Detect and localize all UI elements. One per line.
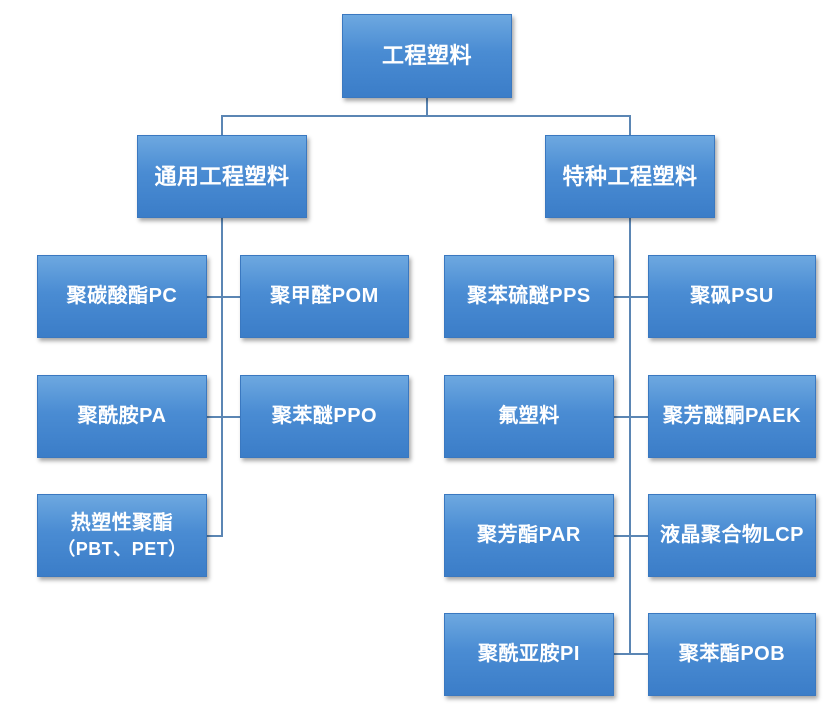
leaf-sublabel: （PBT、PET） xyxy=(57,538,187,559)
leaf-node-fluoroplastics: 氟塑料 xyxy=(444,375,614,458)
connector-pob xyxy=(629,653,648,655)
leaf-label: 聚酰胺PA xyxy=(77,405,167,427)
leaf-label: 聚苯硫醚PPS xyxy=(467,285,591,307)
connector-fluoro xyxy=(614,416,629,418)
leaf-label: 聚芳醚酮PAEK xyxy=(662,405,802,427)
leaf-node-pi: 聚酰亚胺PI xyxy=(444,613,614,696)
connector-paek xyxy=(629,416,648,418)
root-label: 工程塑料 xyxy=(381,43,472,69)
connector-ppo xyxy=(221,416,240,418)
connector-par xyxy=(614,535,629,537)
connector-polyester xyxy=(207,535,223,537)
connector-psu xyxy=(629,296,648,298)
special-label: 特种工程塑料 xyxy=(562,163,698,189)
leaf-node-thermoplastic-polyester: 热塑性聚酯 （PBT、PET） xyxy=(37,494,207,577)
leaf-label: 聚苯酯POB xyxy=(678,643,786,665)
connector-lcp xyxy=(629,535,648,537)
root-node: 工程塑料 xyxy=(342,14,512,98)
leaf-label: 液晶聚合物LCP xyxy=(660,524,804,546)
leaf-label: 聚苯醚PPO xyxy=(271,405,378,427)
connector-level1-bus xyxy=(221,115,631,117)
connector-root-down xyxy=(426,98,428,116)
connector-to-general xyxy=(221,115,223,137)
leaf-node-par: 聚芳酯PAR xyxy=(444,494,614,577)
general-label: 通用工程塑料 xyxy=(154,163,290,189)
connector-pc xyxy=(207,296,221,298)
leaf-label: 聚芳酯PAR xyxy=(477,524,581,546)
connector-general-trunk xyxy=(221,218,223,537)
connector-to-special xyxy=(629,115,631,137)
leaf-label: 聚酰亚胺PI xyxy=(478,643,580,665)
leaf-label: 聚甲醛POM xyxy=(270,285,379,307)
connector-special-trunk xyxy=(629,218,631,655)
leaf-node-ppo: 聚苯醚PPO xyxy=(240,375,409,458)
leaf-label: 氟塑料 xyxy=(498,405,560,427)
connector-pps xyxy=(614,296,629,298)
leaf-label: 聚碳酸酯PC xyxy=(66,285,178,307)
leaf-node-pob: 聚苯酯POB xyxy=(648,613,816,696)
leaf-label: 热塑性聚酯 xyxy=(70,511,174,534)
leaf-node-lcp: 液晶聚合物LCP xyxy=(648,494,816,577)
connector-pi xyxy=(614,653,629,655)
leaf-node-pps: 聚苯硫醚PPS xyxy=(444,255,614,338)
leaf-node-paek: 聚芳醚酮PAEK xyxy=(648,375,816,458)
leaf-label: 聚砜PSU xyxy=(690,285,774,307)
connector-pa xyxy=(207,416,221,418)
leaf-node-pa: 聚酰胺PA xyxy=(37,375,207,458)
general-engineering-plastics-node: 通用工程塑料 xyxy=(137,135,307,218)
leaf-node-psu: 聚砜PSU xyxy=(648,255,816,338)
special-engineering-plastics-node: 特种工程塑料 xyxy=(545,135,715,218)
leaf-node-pc: 聚碳酸酯PC xyxy=(37,255,207,338)
leaf-node-pom: 聚甲醛POM xyxy=(240,255,409,338)
connector-pom xyxy=(221,296,240,298)
